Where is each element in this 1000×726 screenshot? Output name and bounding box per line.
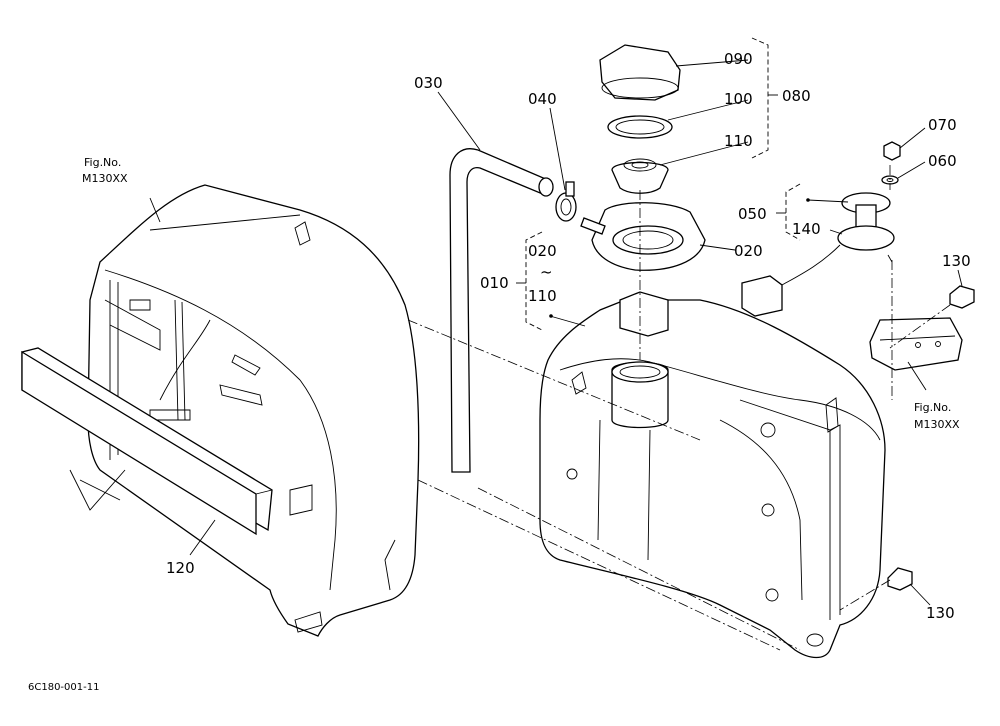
figure-reference-left: Fig.No. M130XX (82, 156, 128, 185)
clamp-part-040 (555, 181, 577, 222)
cap-part-090 (599, 44, 681, 101)
filler-neck-part-020 (580, 202, 706, 271)
bonnet-cover (69, 184, 420, 637)
drain-plug-part-130-bottom (887, 567, 913, 591)
callout-060: 060 (928, 152, 957, 170)
drain-plug-part-130-top (949, 285, 975, 309)
callout-090: 090 (724, 50, 753, 68)
group-bracket-010 (516, 231, 543, 331)
callout-130-top: 130 (942, 252, 971, 270)
callout-050: 050 (738, 205, 767, 223)
callout-labels: 030 040 090 100 110 080 020 ~ 010 110 02… (166, 50, 971, 622)
fuel-tank (539, 291, 886, 659)
callout-tilde: ~ (540, 263, 553, 281)
figure-reference-left-line2: M130XX (82, 172, 128, 185)
callout-120: 120 (166, 559, 195, 577)
figure-reference-right-line1: Fig.No. (914, 401, 951, 414)
callout-080: 080 (782, 87, 811, 105)
callout-110-range-end: 110 (528, 287, 557, 305)
tank-bracket (869, 317, 963, 371)
front-bar-part-120 (21, 347, 273, 536)
group-bracket-080 (751, 37, 778, 159)
callout-070: 070 (928, 116, 957, 134)
figure-reference-right: Fig.No. M130XX (914, 401, 960, 431)
callout-040: 040 (528, 90, 557, 108)
assembly-centerlines (407, 165, 951, 651)
leader-lines (149, 59, 963, 606)
figure-reference-right-line2: M130XX (914, 418, 960, 431)
callout-140: 140 (792, 220, 821, 238)
strainer-part-110 (611, 158, 669, 194)
callout-130-bottom: 130 (926, 604, 955, 622)
figure-reference-left-line1: Fig.No. (84, 156, 121, 169)
callout-020: 020 (734, 242, 763, 260)
callout-110: 110 (724, 132, 753, 150)
hose-part-030 (449, 148, 554, 473)
fuel-sender-part-050 (741, 192, 895, 317)
callout-030: 030 (414, 74, 443, 92)
nut-part-070 (883, 141, 901, 161)
gasket-part-100 (607, 115, 673, 139)
callout-100: 100 (724, 90, 753, 108)
group-bracket-050 (776, 183, 801, 241)
diagram-code: 6C180-001-11 (28, 682, 99, 693)
callout-010: 010 (480, 274, 509, 292)
callout-020-range-start: 020 (528, 242, 557, 260)
